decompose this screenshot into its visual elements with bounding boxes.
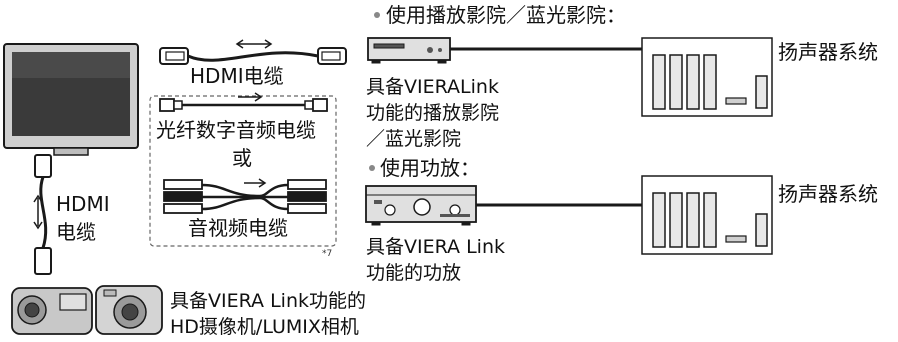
bd-device-label-line1: 具备VIERALink (366, 76, 499, 98)
amplifier-icon (365, 185, 477, 226)
hdmi-side-label-line2: 电缆 (56, 220, 96, 244)
bullet-amp (369, 165, 375, 171)
optical-cable-icon (159, 92, 328, 112)
hdmi-side-label-line1: HDMI (56, 192, 110, 216)
speaker-system-icon (641, 37, 773, 117)
amp-device-label-line2: 功能的功放 (366, 262, 462, 284)
amp-section-label: 使用功放： (380, 156, 480, 180)
hdmi-cable-vertical-icon (33, 154, 52, 275)
or-label: 或 (232, 146, 252, 170)
speaker-label-bottom: 扬声器系统 (778, 182, 878, 206)
bd-player-icon (367, 37, 451, 64)
bullet-bd (374, 12, 380, 18)
bd-section-label: 使用播放影院／蓝光影院： (386, 3, 626, 27)
speaker-label-top: 扬声器系统 (778, 40, 878, 64)
digital-camera-icon (95, 285, 163, 335)
hdmi-cable-top-label: HDMI电缆 (190, 64, 284, 88)
tv-icon (3, 43, 139, 156)
footnote-marker: *7 (322, 249, 333, 259)
amp-device-label-line1: 具备VIERA Link (366, 236, 505, 258)
av-cable-icon (163, 178, 327, 214)
hdmi-cable-top-icon (159, 39, 347, 65)
camera-label-line1: 具备VIERA Link功能的 (170, 290, 366, 312)
av-cable-label: 音视频电缆 (188, 216, 288, 240)
bd-device-label-line3: ／蓝光影院 (366, 128, 462, 150)
camera-label-line2: HD摄像机/LUMIX相机 (170, 316, 359, 338)
speaker-system-icon (641, 175, 773, 255)
camcorder-icon (11, 287, 93, 335)
bd-device-label-line2: 功能的播放影院 (366, 102, 500, 124)
alternate-cables-box (149, 95, 337, 247)
optical-cable-label: 光纤数字音频电缆 (156, 118, 316, 142)
